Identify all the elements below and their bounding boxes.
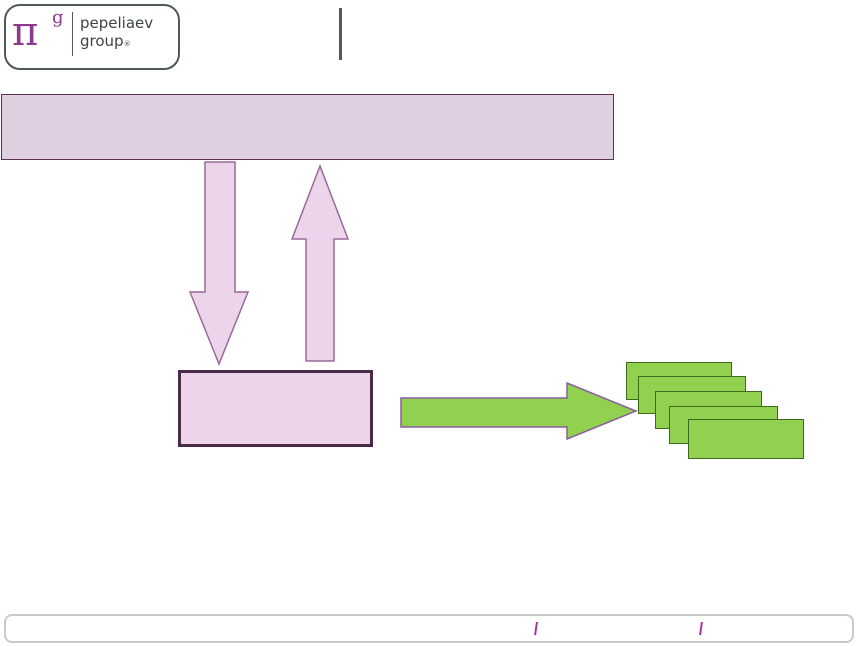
company-logo <box>4 4 180 70</box>
middle-box <box>178 370 373 447</box>
right-arrow <box>400 381 638 441</box>
green-card-5 <box>688 419 804 459</box>
top-box <box>1 94 614 160</box>
up-arrow <box>290 163 350 362</box>
logo-line1: pepeliaev <box>80 14 154 32</box>
down-arrow <box>188 161 250 367</box>
logo-registered: ® <box>123 40 131 48</box>
footer-bar <box>4 614 854 643</box>
header-divider <box>339 8 342 60</box>
logo-divider <box>72 12 73 56</box>
logo-superscript: g <box>52 7 64 28</box>
logo-pi-symbol: π <box>12 9 39 55</box>
logo-wordmark: pepeliaev group® <box>80 14 153 53</box>
logo-line2: group <box>80 32 124 50</box>
